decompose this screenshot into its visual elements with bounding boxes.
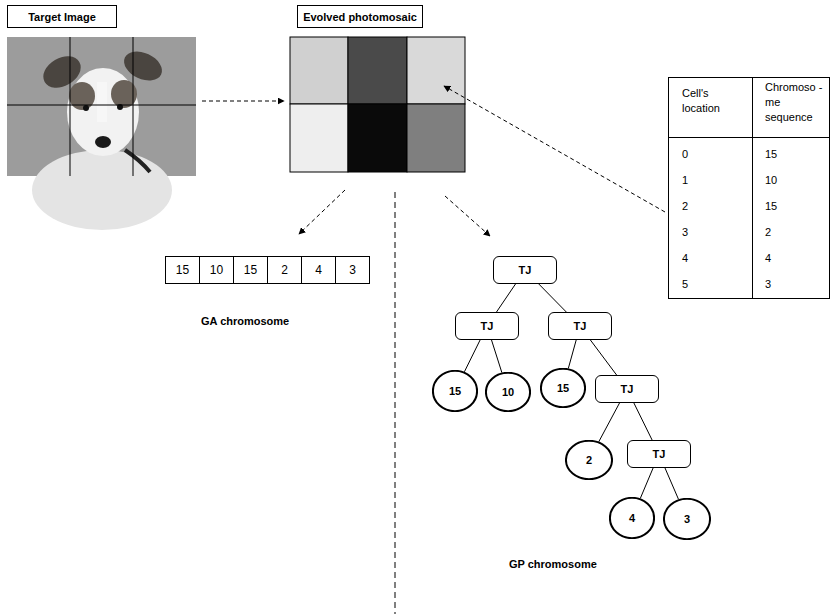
function-node: TJ bbox=[455, 312, 519, 340]
function-node: TJ bbox=[493, 256, 557, 284]
table-cell: 2 bbox=[765, 225, 771, 240]
gene-cell: 10 bbox=[199, 256, 234, 284]
table-cell: 3 bbox=[682, 225, 688, 240]
table-cell: 15 bbox=[765, 199, 777, 214]
tree-branch bbox=[665, 468, 679, 499]
function-node: TJ bbox=[548, 312, 612, 340]
node-text: 15 bbox=[244, 263, 257, 277]
tree-branch bbox=[497, 284, 516, 312]
gene-cell: 4 bbox=[301, 256, 336, 284]
gene-cell: 3 bbox=[335, 256, 370, 284]
function-node: TJ bbox=[595, 375, 659, 403]
table-cell: 4 bbox=[765, 251, 771, 266]
terminal-node: 15 bbox=[432, 370, 478, 412]
node-text: 10 bbox=[502, 386, 514, 398]
table-cell: 5 bbox=[682, 277, 688, 292]
table-cell: 1 bbox=[682, 173, 688, 188]
node-text: 15 bbox=[449, 385, 461, 397]
node-text: TJ bbox=[519, 264, 532, 276]
gene-cell: 15 bbox=[233, 256, 268, 284]
node-text: TJ bbox=[653, 448, 666, 460]
figure-caption: GA chromosome bbox=[201, 315, 289, 327]
photomosaic-grid bbox=[290, 37, 465, 172]
function-node: TJ bbox=[627, 440, 691, 468]
tree-branch bbox=[568, 340, 576, 369]
terminal-node: 3 bbox=[663, 498, 711, 540]
node-text: TJ bbox=[481, 320, 494, 332]
table-header: Chromoso -me sequence bbox=[765, 80, 825, 125]
table-cell: 2 bbox=[682, 199, 688, 214]
node-text: TJ bbox=[621, 383, 634, 395]
title-box: Target Image bbox=[7, 5, 117, 28]
table-cell: 4 bbox=[682, 251, 688, 266]
table-cell: 0 bbox=[682, 147, 688, 162]
tree-branch bbox=[634, 403, 652, 440]
table-cell: 15 bbox=[765, 147, 777, 162]
dashed-arrows bbox=[202, 86, 665, 236]
node-text: Target Image bbox=[28, 11, 96, 23]
tree-branch bbox=[464, 340, 480, 372]
table-header: Cell's location bbox=[682, 86, 742, 116]
node-text: 3 bbox=[684, 513, 690, 525]
target-photo bbox=[7, 37, 196, 230]
title-box: Evolved photomosaic bbox=[297, 5, 423, 28]
gene-cell: 15 bbox=[165, 256, 200, 284]
node-text: 4 bbox=[315, 263, 322, 277]
terminal-node: 10 bbox=[485, 372, 531, 412]
table-cell: 10 bbox=[765, 173, 777, 188]
node-text: 15 bbox=[557, 382, 569, 394]
terminal-node: 2 bbox=[565, 440, 613, 480]
table-cell: 3 bbox=[765, 277, 771, 292]
tree-branch bbox=[599, 403, 620, 442]
tree-branch bbox=[640, 468, 653, 498]
node-text: 2 bbox=[586, 454, 592, 466]
terminal-node: 15 bbox=[540, 368, 586, 408]
gene-cell: 2 bbox=[267, 256, 302, 284]
divider-line bbox=[395, 192, 396, 614]
node-text: TJ bbox=[574, 320, 587, 332]
figure-caption: GP chromosome bbox=[509, 558, 597, 570]
node-text: 3 bbox=[349, 263, 356, 277]
node-text: Evolved photomosaic bbox=[303, 11, 417, 23]
node-text: 4 bbox=[629, 512, 635, 524]
tree-branch bbox=[492, 340, 502, 373]
tree-branch bbox=[539, 284, 567, 312]
node-text: 2 bbox=[281, 263, 288, 277]
node-text: 10 bbox=[210, 263, 223, 277]
chromosome-table bbox=[669, 78, 830, 299]
terminal-node: 4 bbox=[609, 497, 655, 539]
tree-branch bbox=[590, 340, 616, 375]
node-text: 15 bbox=[176, 263, 189, 277]
